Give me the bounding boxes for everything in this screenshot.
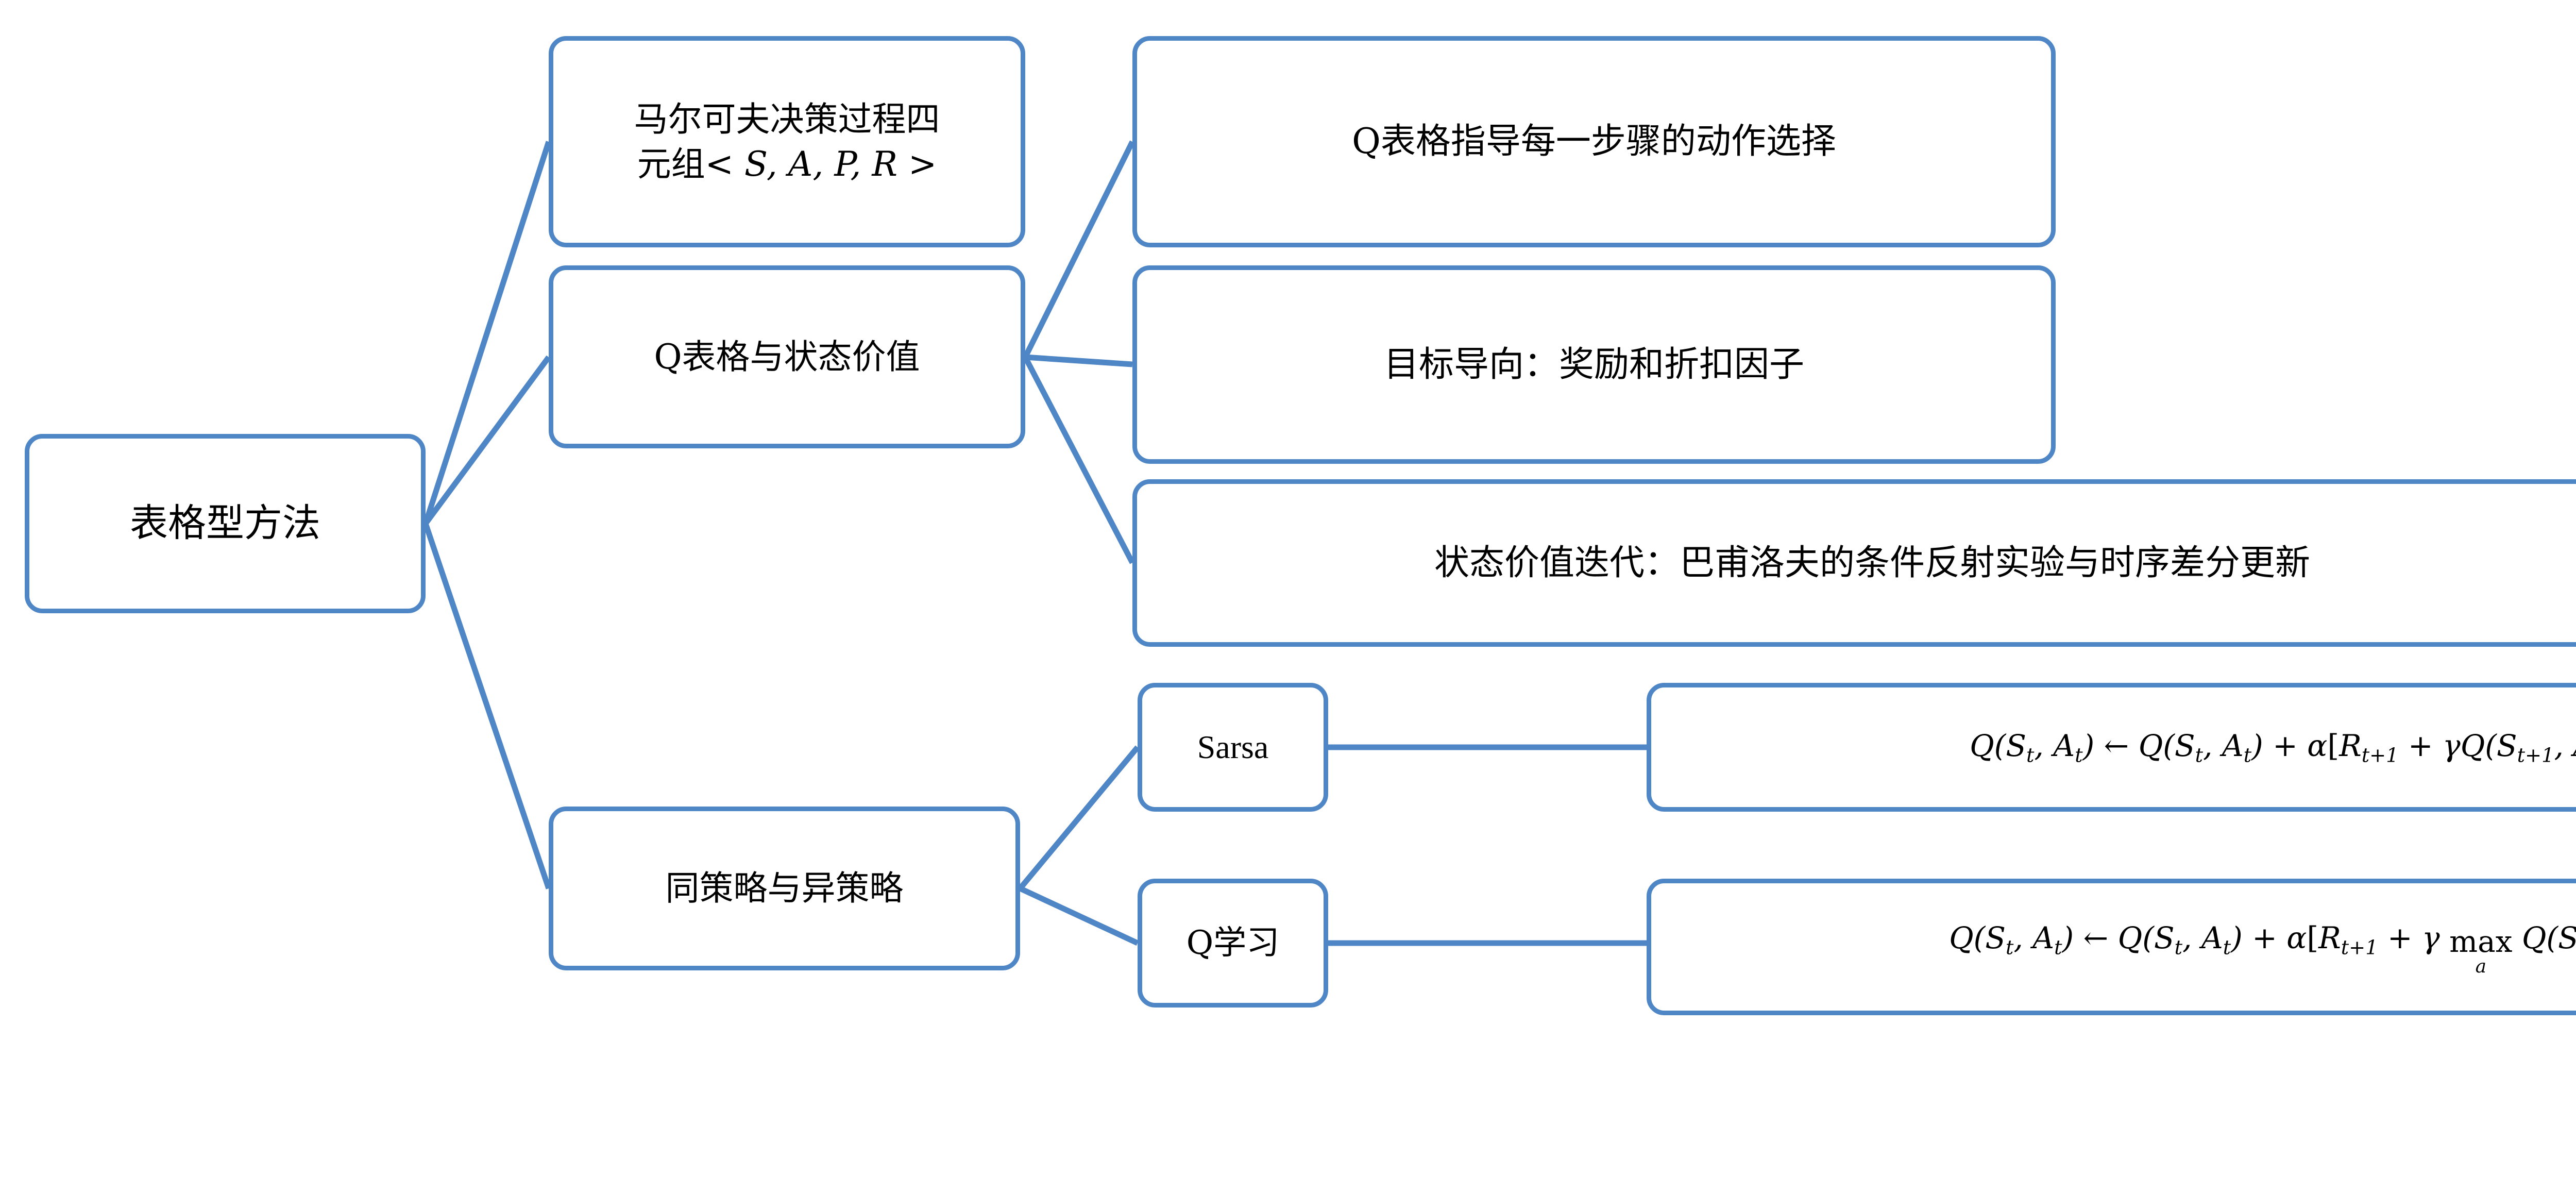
edge-qtable-to-content3 (1023, 356, 1135, 564)
node-formula-sarsa[interactable]: Q(St, At) ← Q(St, At) + α[Rt+1 + γQ(St+1… (1647, 683, 2576, 812)
node-content-1-label: Q表格指导每一步骤的动作选择 (1352, 121, 1836, 162)
node-qtable-label: Q表格与状态价值 (654, 337, 920, 377)
node-qtable[interactable]: Q表格与状态价值 (549, 265, 1025, 448)
node-content-state-value-iteration[interactable]: 状态价值迭代：巴甫洛夫的条件反射实验与时序差分更新 (1132, 479, 2576, 647)
edge-root-to-qtable (423, 355, 551, 526)
node-content-qtable-guides-action[interactable]: Q表格指导每一步骤的动作选择 (1132, 36, 2056, 247)
node-content-3-label: 状态价值迭代：巴甫洛夫的条件反射实验与时序差分更新 (1434, 542, 2310, 583)
node-content-goal-oriented[interactable]: 目标导向：奖励和折扣因子 (1132, 265, 2056, 464)
node-qlearning-label: Q学习 (1186, 924, 1280, 962)
edge-root-to-mdp (422, 141, 552, 525)
node-mdp-label: 马尔可夫决策过程四元组< S, A, P, R > (634, 99, 940, 184)
node-formula-sarsa-label: Q(St, At) ← Q(St, At) + α[Rt+1 + γQ(St+1… (1970, 728, 2576, 767)
edge-qtable-to-content2 (1025, 354, 1133, 367)
node-root-label: 表格型方法 (130, 501, 320, 546)
edge-qtable-to-content1 (1023, 140, 1135, 359)
edge-root-to-policy (422, 523, 552, 889)
node-sarsa-label: Sarsa (1197, 728, 1269, 765)
node-content-2-label: 目标导向：奖励和折扣因子 (1383, 344, 1804, 385)
node-mdp[interactable]: 马尔可夫决策过程四元组< S, A, P, R > (549, 36, 1025, 247)
node-qlearning[interactable]: Q学习 (1138, 879, 1328, 1008)
node-sarsa[interactable]: Sarsa (1138, 683, 1328, 812)
node-root[interactable]: 表格型方法 (25, 434, 426, 613)
node-policy[interactable]: 同策略与异策略 (549, 807, 1020, 970)
edge-policy-to-qlearning (1019, 886, 1139, 946)
edge-policy-to-sarsa (1018, 745, 1140, 891)
node-policy-label: 同策略与异策略 (665, 868, 904, 909)
